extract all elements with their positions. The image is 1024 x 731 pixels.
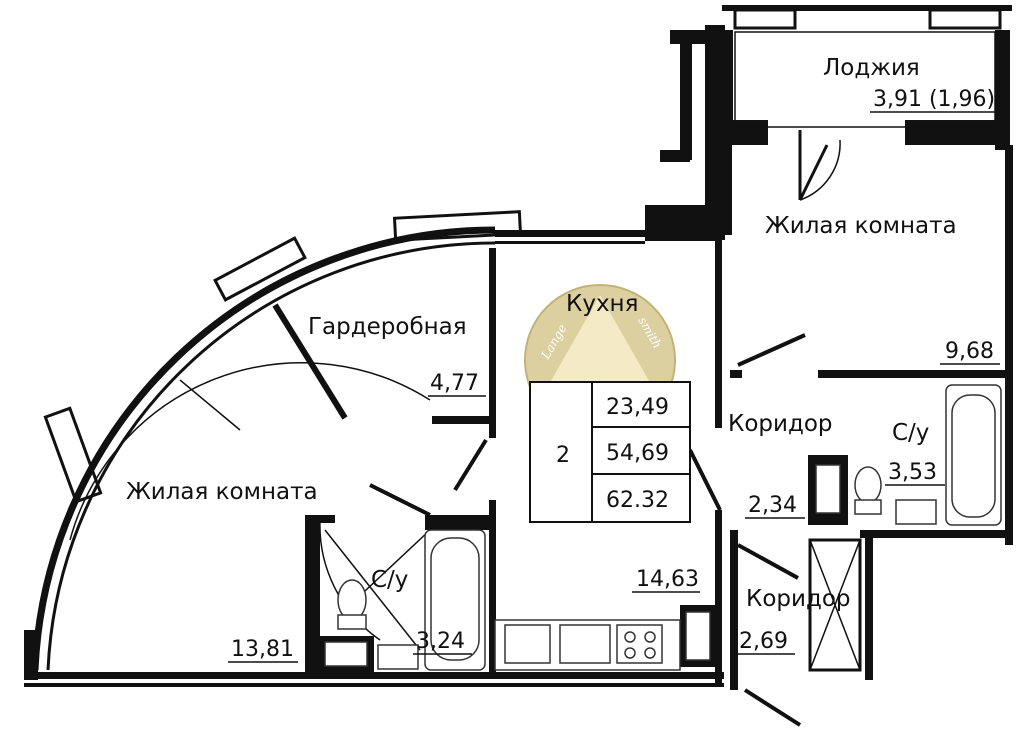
total-area: 54,69 bbox=[606, 441, 669, 466]
total-with-loggia: 62.32 bbox=[606, 488, 669, 513]
living-area: 23,49 bbox=[606, 395, 669, 420]
rooms-count: 2 bbox=[556, 443, 570, 468]
room-area-wardrobe: 4,77 bbox=[430, 371, 479, 396]
fixtures bbox=[318, 384, 1002, 672]
room-area-bathroom-right: 3,53 bbox=[888, 460, 937, 485]
room-label-bathroom-left: С/у bbox=[371, 567, 408, 593]
room-area-corridor-lower: 2,69 bbox=[739, 629, 788, 654]
room-area-living-top: 9,68 bbox=[945, 339, 994, 364]
room-area-living-main: 13,81 bbox=[231, 637, 294, 662]
room-area-loggia: 3,91 (1,96) bbox=[873, 87, 995, 112]
area-summary-table: 2 23,49 54,69 62.32 bbox=[529, 381, 691, 523]
walls bbox=[24, 5, 1013, 690]
windows bbox=[43, 8, 1002, 504]
room-label-corridor-upper: Коридор bbox=[728, 411, 833, 437]
doors bbox=[69, 130, 841, 727]
room-labels: Лоджия 3,91 (1,96) Жилая комната 9,68 Га… bbox=[126, 55, 1000, 663]
room-area-corridor-upper: 2,34 bbox=[748, 493, 797, 518]
room-area-bathroom-left: 3,24 bbox=[416, 629, 465, 654]
room-area-kitchen: 14,63 bbox=[636, 567, 699, 592]
room-label-corridor-lower: Коридор bbox=[746, 586, 851, 612]
room-label-living-main: Жилая комната bbox=[126, 479, 318, 505]
room-label-living-top: Жилая комната bbox=[765, 213, 957, 239]
room-label-bathroom-right: С/у bbox=[892, 420, 929, 446]
room-label-wardrobe: Гардеробная bbox=[308, 314, 467, 340]
room-label-kitchen: Кухня bbox=[566, 291, 638, 317]
room-label-loggia: Лоджия bbox=[823, 55, 920, 81]
